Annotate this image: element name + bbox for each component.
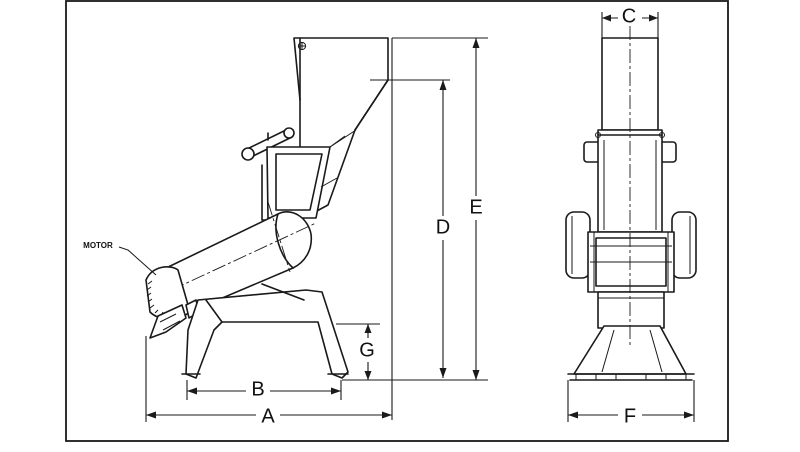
dimension-g-label: G: [359, 339, 375, 361]
dimension-b-label: B: [251, 378, 264, 400]
motor-callout-leader: [118, 246, 157, 276]
front-lower-housing: [597, 291, 665, 329]
dimension-b: B: [186, 378, 342, 400]
dimension-c-label: C: [622, 5, 636, 27]
side-view: MOTOR D E: [83, 37, 488, 427]
dimension-g: G: [336, 323, 380, 380]
hopper-handle: [241, 127, 295, 161]
drawing-frame: [65, 0, 729, 442]
dimension-d-label: D: [436, 216, 450, 238]
dimension-a: A: [145, 336, 392, 427]
base-stand: [181, 283, 349, 379]
motor-callout-label: MOTOR: [83, 241, 113, 250]
view-window: [261, 129, 357, 221]
dimension-e: E: [342, 37, 488, 420]
front-view: C F: [565, 5, 697, 427]
dimension-a-label: A: [261, 405, 275, 427]
dimension-f-label: F: [624, 405, 636, 427]
dimension-f: F: [567, 380, 695, 427]
dimension-c: C: [601, 5, 659, 38]
dimension-d: D: [370, 79, 450, 378]
front-base: [567, 325, 695, 381]
dimension-e-label: E: [469, 196, 482, 218]
front-cutting-box: [587, 231, 675, 293]
